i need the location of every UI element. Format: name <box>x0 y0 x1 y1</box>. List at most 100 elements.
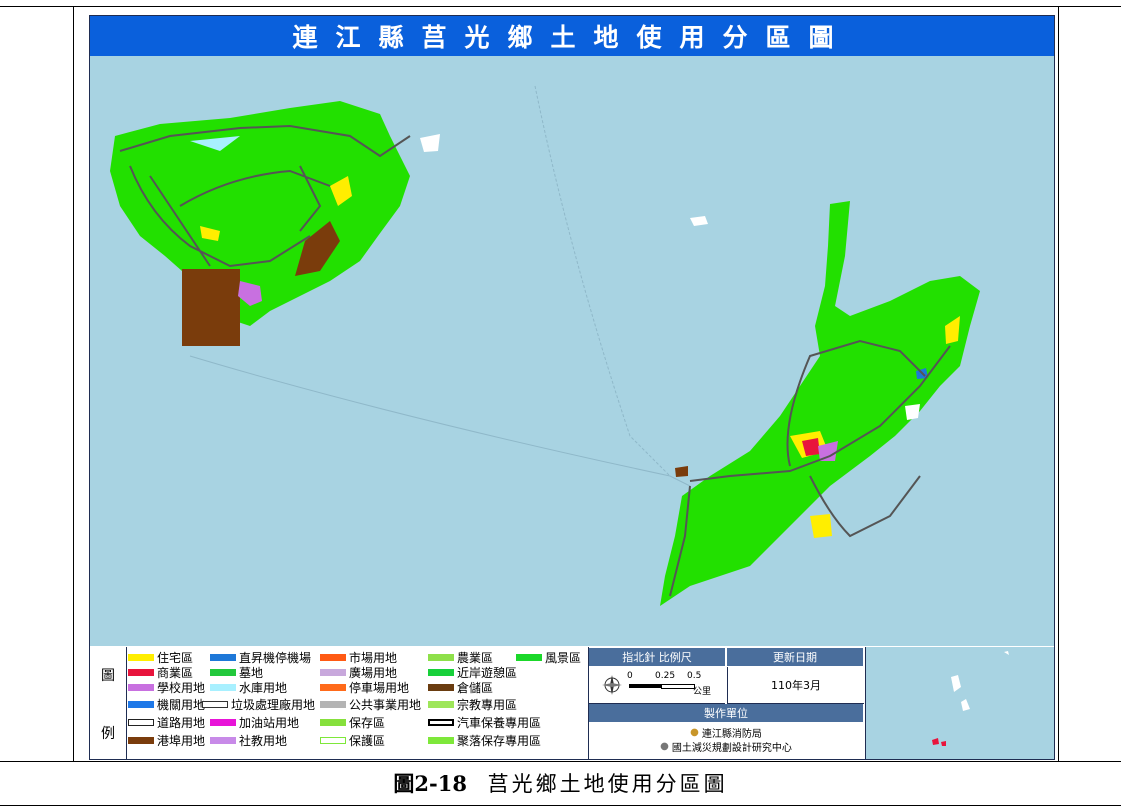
legend-panel: 圖 例 住宅區 直昇機停機場 市場用地 農業區 風景區 商業區 墓地 廣場用地 … <box>90 647 1054 759</box>
producer-name: 連江縣消防局 <box>701 728 762 740</box>
inset-target-island <box>932 738 939 745</box>
producer-line: ● 連江縣消防局 <box>589 725 863 740</box>
legend-item: 汽車保養專用區 <box>428 714 541 731</box>
producer-header: 製作單位 <box>589 704 863 722</box>
legend-swatch <box>516 654 542 661</box>
ferry-route-line <box>189 355 691 487</box>
legend-side-label-bottom: 例 <box>101 726 115 742</box>
legend-item: 市場用地 <box>320 649 397 666</box>
legend-item-label: 住宅區 <box>157 651 194 665</box>
legend-item-label: 保存區 <box>349 716 386 730</box>
legend-item-label: 商業區 <box>157 666 194 680</box>
producer-emblem-icon: ● <box>660 740 669 752</box>
scale-bar: 0 0.25 0.5 公里 <box>627 671 713 699</box>
legend-swatch <box>210 684 236 691</box>
legend-item-label: 聚落保存專用區 <box>457 734 542 748</box>
scale-unit: 公里 <box>693 687 712 697</box>
legend-item: 住宅區 <box>128 649 193 666</box>
legend-swatch <box>128 669 154 676</box>
harbor-zone <box>182 269 240 346</box>
update-date: 110年3月 <box>727 667 864 704</box>
legend-item: 機關用地 <box>128 696 205 713</box>
legend-item-label: 學校用地 <box>157 681 206 695</box>
legend-item: 廣場用地 <box>320 664 397 681</box>
legend-swatch <box>428 684 454 691</box>
legend-item-label: 加油站用地 <box>239 716 300 730</box>
map-title: 連江縣莒光鄉土地使用分區圖 <box>90 16 1054 56</box>
road-network-west <box>119 124 411 268</box>
legend-item-label: 近岸遊憩區 <box>457 666 518 680</box>
legend-swatch <box>428 701 454 708</box>
legend-item: 直昇機停機場 <box>210 649 311 666</box>
legend-swatch <box>202 701 228 708</box>
legend-item-label: 墓地 <box>239 666 264 680</box>
legend-item: 墓地 <box>210 664 263 681</box>
legend-item-label: 廣場用地 <box>349 666 398 680</box>
legend-item-label: 垃圾處理廠用地 <box>231 698 316 712</box>
compass-scale-cell: 0 0.25 0.5 公里 <box>589 667 725 704</box>
update-date-header: 更新日期 <box>727 648 863 666</box>
legend-item: 公共事業用地 <box>320 696 421 713</box>
islet <box>690 216 708 226</box>
legend-swatch <box>428 737 454 744</box>
legend-item: 保護區 <box>320 732 385 749</box>
legend-swatch <box>210 654 236 661</box>
road-network-east <box>669 339 951 597</box>
legend-swatch <box>210 669 236 676</box>
frame-right-rule <box>1058 6 1059 761</box>
scale-bar-white <box>661 684 695 689</box>
frame-top-rule <box>0 6 1121 7</box>
legend-swatch <box>128 737 154 744</box>
inset-svg <box>932 651 1009 746</box>
info-box: 指北針 比例尺 更新日期 0 0.25 0.5 公里 110年3月 製 <box>588 647 866 759</box>
figure-caption-text: 莒光鄉土地使用分區圖 <box>487 772 728 796</box>
east-school-zone <box>818 441 838 461</box>
figure-caption: 圖2-18 莒光鄉土地使用分區圖 <box>0 768 1121 798</box>
legend-swatch <box>428 669 454 676</box>
legend-item: 水庫用地 <box>210 679 287 696</box>
east-island <box>660 201 980 606</box>
map-canvas[interactable] <box>90 56 1054 646</box>
legend-item-label: 汽車保養專用區 <box>457 716 542 730</box>
legend-item-label: 倉儲區 <box>457 681 494 695</box>
producer-emblem-icon: ● <box>690 726 699 738</box>
inset-island <box>961 699 970 711</box>
legend-side-label: 圖 例 <box>90 647 127 759</box>
legend-swatch <box>210 719 236 726</box>
legend-swatch <box>320 654 346 661</box>
legend-swatch <box>128 684 154 691</box>
legend-swatch <box>320 719 346 726</box>
compass-scale-header: 指北針 比例尺 <box>589 648 725 666</box>
east-commercial-zone <box>802 438 820 456</box>
scale-bar-black <box>629 684 661 688</box>
legend-item: 停車場用地 <box>320 679 409 696</box>
legend-item-label: 直昇機停機場 <box>239 651 312 665</box>
legend-item-label: 道路用地 <box>157 716 206 730</box>
legend-item: 風景區 <box>516 649 581 666</box>
legend-swatch <box>428 654 454 661</box>
legend-item: 農業區 <box>428 649 493 666</box>
legend-item: 倉儲區 <box>428 679 493 696</box>
north-residential-zone <box>945 316 960 344</box>
east-white-patch <box>905 404 920 420</box>
legend-item-label: 農業區 <box>457 651 494 665</box>
legend-item-label: 公共事業用地 <box>349 698 422 712</box>
legend-item: 商業區 <box>128 664 193 681</box>
south-residential-zone <box>810 514 832 538</box>
east-harbor <box>675 466 688 477</box>
location-inset-map <box>866 647 1054 759</box>
white-patch <box>420 134 440 152</box>
legend-item: 學校用地 <box>128 679 205 696</box>
compass-icon <box>602 675 622 695</box>
legend-item-label: 市場用地 <box>349 651 398 665</box>
inset-island <box>951 675 961 692</box>
legend-swatch <box>320 737 346 744</box>
legend-item-label: 社教用地 <box>239 734 288 748</box>
residential-zone <box>200 226 220 241</box>
school-zone <box>238 281 262 306</box>
legend-swatch <box>210 737 236 744</box>
boundary-line <box>534 85 671 477</box>
legend-swatch <box>428 719 454 726</box>
producer-line: ● 國土減災規劃設計研究中心 <box>589 739 863 754</box>
legend-item-label: 風景區 <box>545 651 582 665</box>
